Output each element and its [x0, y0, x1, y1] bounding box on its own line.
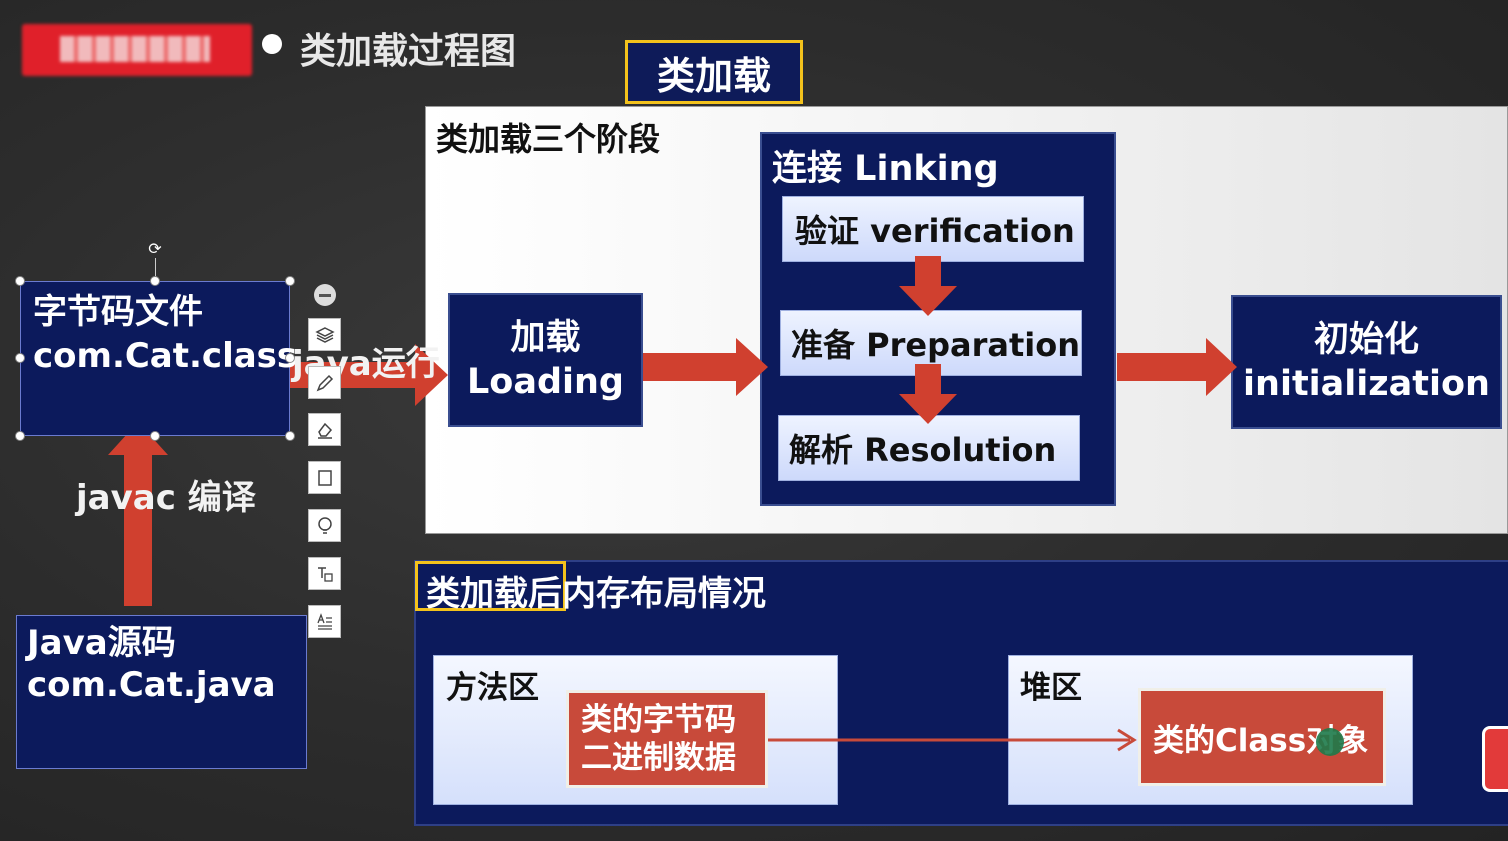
redacted-logo: [22, 24, 252, 76]
selection-handle[interactable]: [150, 431, 160, 441]
javac-compile-label: javac 编译: [76, 478, 256, 518]
java-source-label-cn: Java源码: [27, 623, 176, 663]
initialization-label-en: initialization: [1243, 364, 1490, 404]
layers-icon[interactable]: [308, 318, 341, 351]
java-source-box: Java源码 com.Cat.java: [16, 615, 307, 769]
frame-icon[interactable]: [308, 461, 341, 494]
bytecode-label-cn: 字节码文件: [33, 292, 203, 332]
preparation-box: 准备 Preparation: [780, 310, 1082, 376]
class-loading-tab[interactable]: 类加载: [625, 40, 803, 104]
minus-icon[interactable]: [314, 284, 336, 306]
stages-title: 类加载三个阶段: [436, 120, 661, 158]
method-area-label: 方法区: [446, 670, 539, 706]
selection-handle[interactable]: [15, 431, 25, 441]
loading-label-en: Loading: [467, 362, 624, 402]
bullet-dot: [262, 34, 282, 54]
linking-title: 连接 Linking: [772, 149, 999, 189]
resolution-label: 解析 Resolution: [789, 431, 1057, 469]
bytecode-label-en: com.Cat.class: [33, 336, 298, 376]
heap-area-label: 堆区: [1020, 670, 1082, 706]
verification-label: 验证 verification: [795, 212, 1075, 250]
selection-handle[interactable]: [285, 276, 295, 286]
selection-handle[interactable]: [150, 276, 160, 286]
loading-to-linking-arrow: [643, 338, 768, 396]
javac-up-arrow: [108, 422, 168, 606]
class-bytecode-line2: 二进制数据: [581, 740, 736, 776]
bulb-icon[interactable]: [308, 509, 341, 542]
initialization-label-cn: 初始化: [1313, 320, 1419, 360]
loading-label-cn: 加载: [510, 318, 581, 358]
prepare-to-resolve-arrow: [899, 364, 957, 424]
class-bytecode-line1: 类的字节码: [581, 702, 736, 738]
selection-handle[interactable]: [15, 353, 25, 363]
edge-red-widget[interactable]: [1482, 726, 1508, 792]
cursor-dot: [1316, 728, 1344, 756]
eraser-icon[interactable]: [308, 413, 341, 446]
class-bytecode-box: 类的字节码 二进制数据: [566, 690, 768, 788]
text-style-icon[interactable]: [308, 557, 341, 590]
text-align-icon[interactable]: [308, 605, 341, 638]
pen-icon[interactable]: [308, 366, 341, 399]
rotate-icon[interactable]: ⟳: [148, 239, 162, 258]
page-title: 类加载过程图: [300, 31, 517, 72]
linking-to-init-arrow: [1117, 338, 1237, 396]
memory-title-highlight: [415, 561, 566, 611]
loading-box: 加载 Loading: [448, 293, 643, 427]
memory-title: 类加载后内存布局情况: [426, 566, 766, 615]
class-loading-tab-label: 类加载: [656, 53, 771, 98]
selection-handle[interactable]: [285, 431, 295, 441]
verification-box: 验证 verification: [782, 196, 1084, 262]
selection-handle[interactable]: [285, 353, 295, 363]
java-source-label-en: com.Cat.java: [27, 665, 276, 705]
selection-handle[interactable]: [15, 276, 25, 286]
bytecode-file-box[interactable]: 字节码文件 com.Cat.class: [20, 281, 298, 436]
verify-to-prepare-arrow: [899, 256, 957, 316]
preparation-label: 准备 Preparation: [791, 326, 1080, 364]
resolution-box: 解析 Resolution: [778, 415, 1080, 481]
rotate-stem: [155, 258, 156, 276]
memory-title-highlight-text: 类加载后: [426, 574, 562, 614]
memory-title-rest: 内存布局情况: [562, 574, 766, 614]
initialization-box: 初始化 initialization: [1231, 295, 1502, 429]
java-run-arrow: [290, 344, 448, 406]
